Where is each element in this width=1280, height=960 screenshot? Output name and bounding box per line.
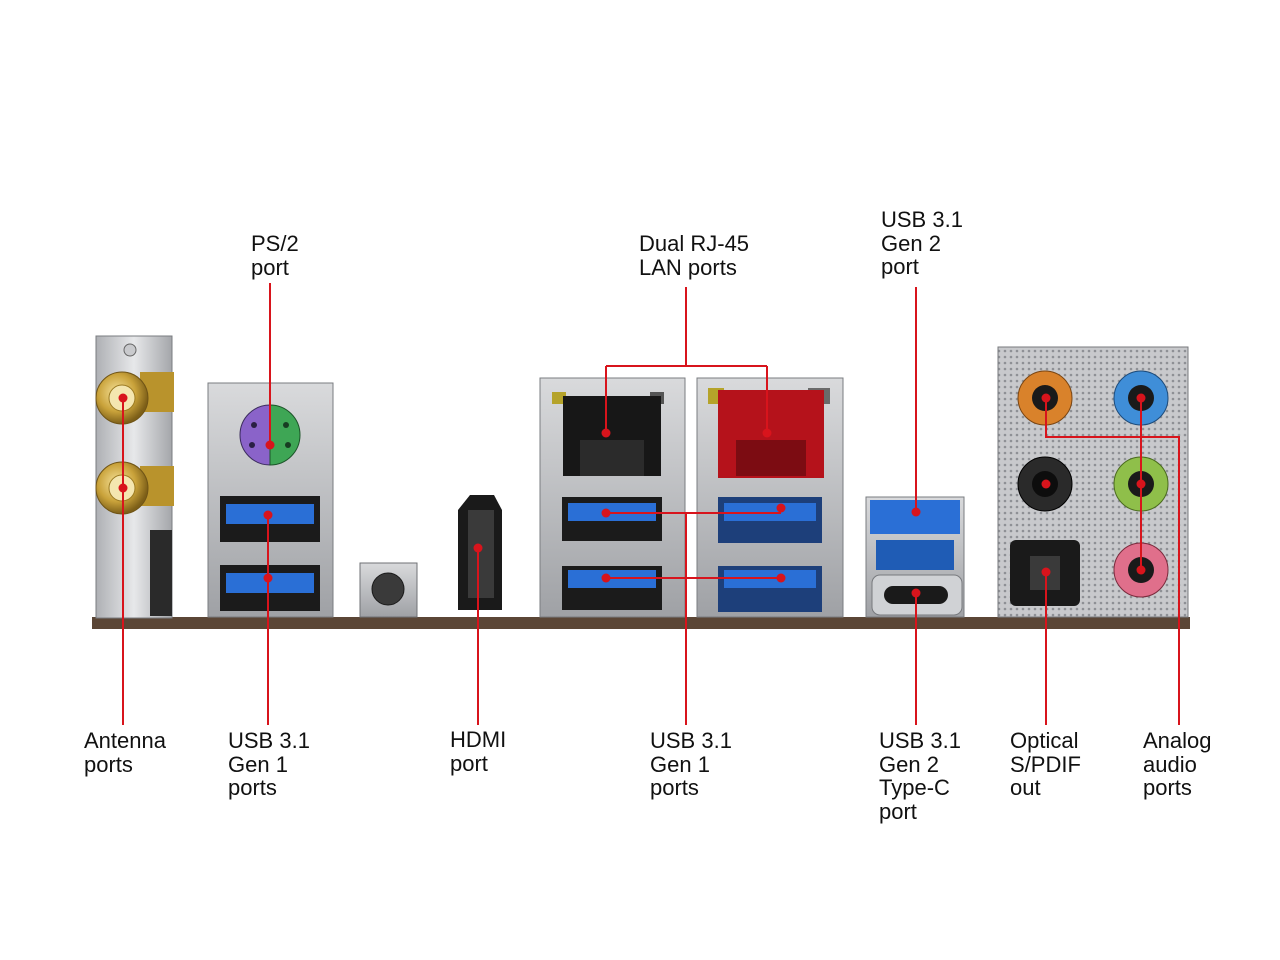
ps2-port-icon	[239, 404, 301, 466]
label-line: port	[251, 254, 289, 280]
rj45-port-icon	[718, 390, 824, 478]
label-line: ports	[1143, 775, 1192, 800]
pcb-board	[92, 617, 1190, 629]
label-usb-gen1-left: USB 3.1 Gen 1 ports	[228, 729, 310, 800]
audio-panel	[997, 346, 1189, 618]
label-line: ports	[650, 775, 699, 800]
label-line: Antenna	[84, 728, 166, 753]
label-line: Dual RJ-45	[639, 231, 750, 256]
label-line: USB 3.1	[650, 728, 732, 753]
label-line: USB 3.1	[881, 207, 963, 232]
label-line: USB 3.1	[228, 728, 310, 753]
label-usb-typec-port: USB 3.1 Gen 2 Type-C port	[879, 729, 961, 823]
callout-lines	[122, 283, 1180, 725]
label-lan-ports: Dual RJ-45 LAN ports	[639, 232, 749, 279]
label-line: Type-C	[879, 775, 950, 800]
rj45-port-icon	[563, 396, 661, 476]
label-line: PS/2	[251, 231, 299, 256]
clear-cmos-button-icon	[359, 562, 418, 618]
rj45-usb-stack-2	[696, 377, 844, 618]
label-analog-audio: Analog audio ports	[1143, 729, 1212, 800]
callout-dots	[118, 393, 1146, 598]
label-line: Gen 1	[650, 751, 710, 777]
label-line: LAN ports	[639, 254, 737, 280]
label-line: Gen 2	[879, 751, 939, 777]
label-line: port	[450, 750, 488, 776]
label-line: S/PDIF	[1010, 751, 1081, 777]
label-line: Analog	[1143, 728, 1212, 753]
optical-spdif-icon	[1010, 540, 1080, 606]
label-line: USB 3.1	[879, 728, 961, 753]
label-usb-gen1-center: USB 3.1 Gen 1 ports	[650, 729, 732, 800]
label-optical-spdif: Optical S/PDIF out	[1010, 729, 1081, 800]
label-line: ports	[84, 751, 133, 777]
label-line: port	[879, 798, 917, 824]
rj45-usb-stack-1	[539, 377, 686, 618]
label-line: Gen 1	[228, 751, 288, 777]
label-line: Optical	[1010, 728, 1079, 753]
hdmi-port-icon	[458, 495, 502, 610]
label-antenna-ports: Antenna ports	[84, 729, 166, 776]
usb-gen2-typec-stack	[865, 496, 965, 618]
label-usb-gen2-port: USB 3.1 Gen 2 port	[881, 208, 963, 279]
label-hdmi-port: HDMI port	[450, 728, 506, 775]
antenna-connector-icon	[95, 335, 174, 619]
label-line: Gen 2	[881, 230, 941, 256]
label-ps2-port: PS/2 port	[251, 232, 299, 279]
label-line: HDMI	[450, 727, 507, 752]
label-line: out	[1010, 775, 1041, 800]
label-line: port	[881, 254, 919, 279]
label-line: ports	[228, 775, 277, 800]
label-line: audio	[1143, 751, 1197, 777]
usb-port-icon	[220, 496, 320, 611]
